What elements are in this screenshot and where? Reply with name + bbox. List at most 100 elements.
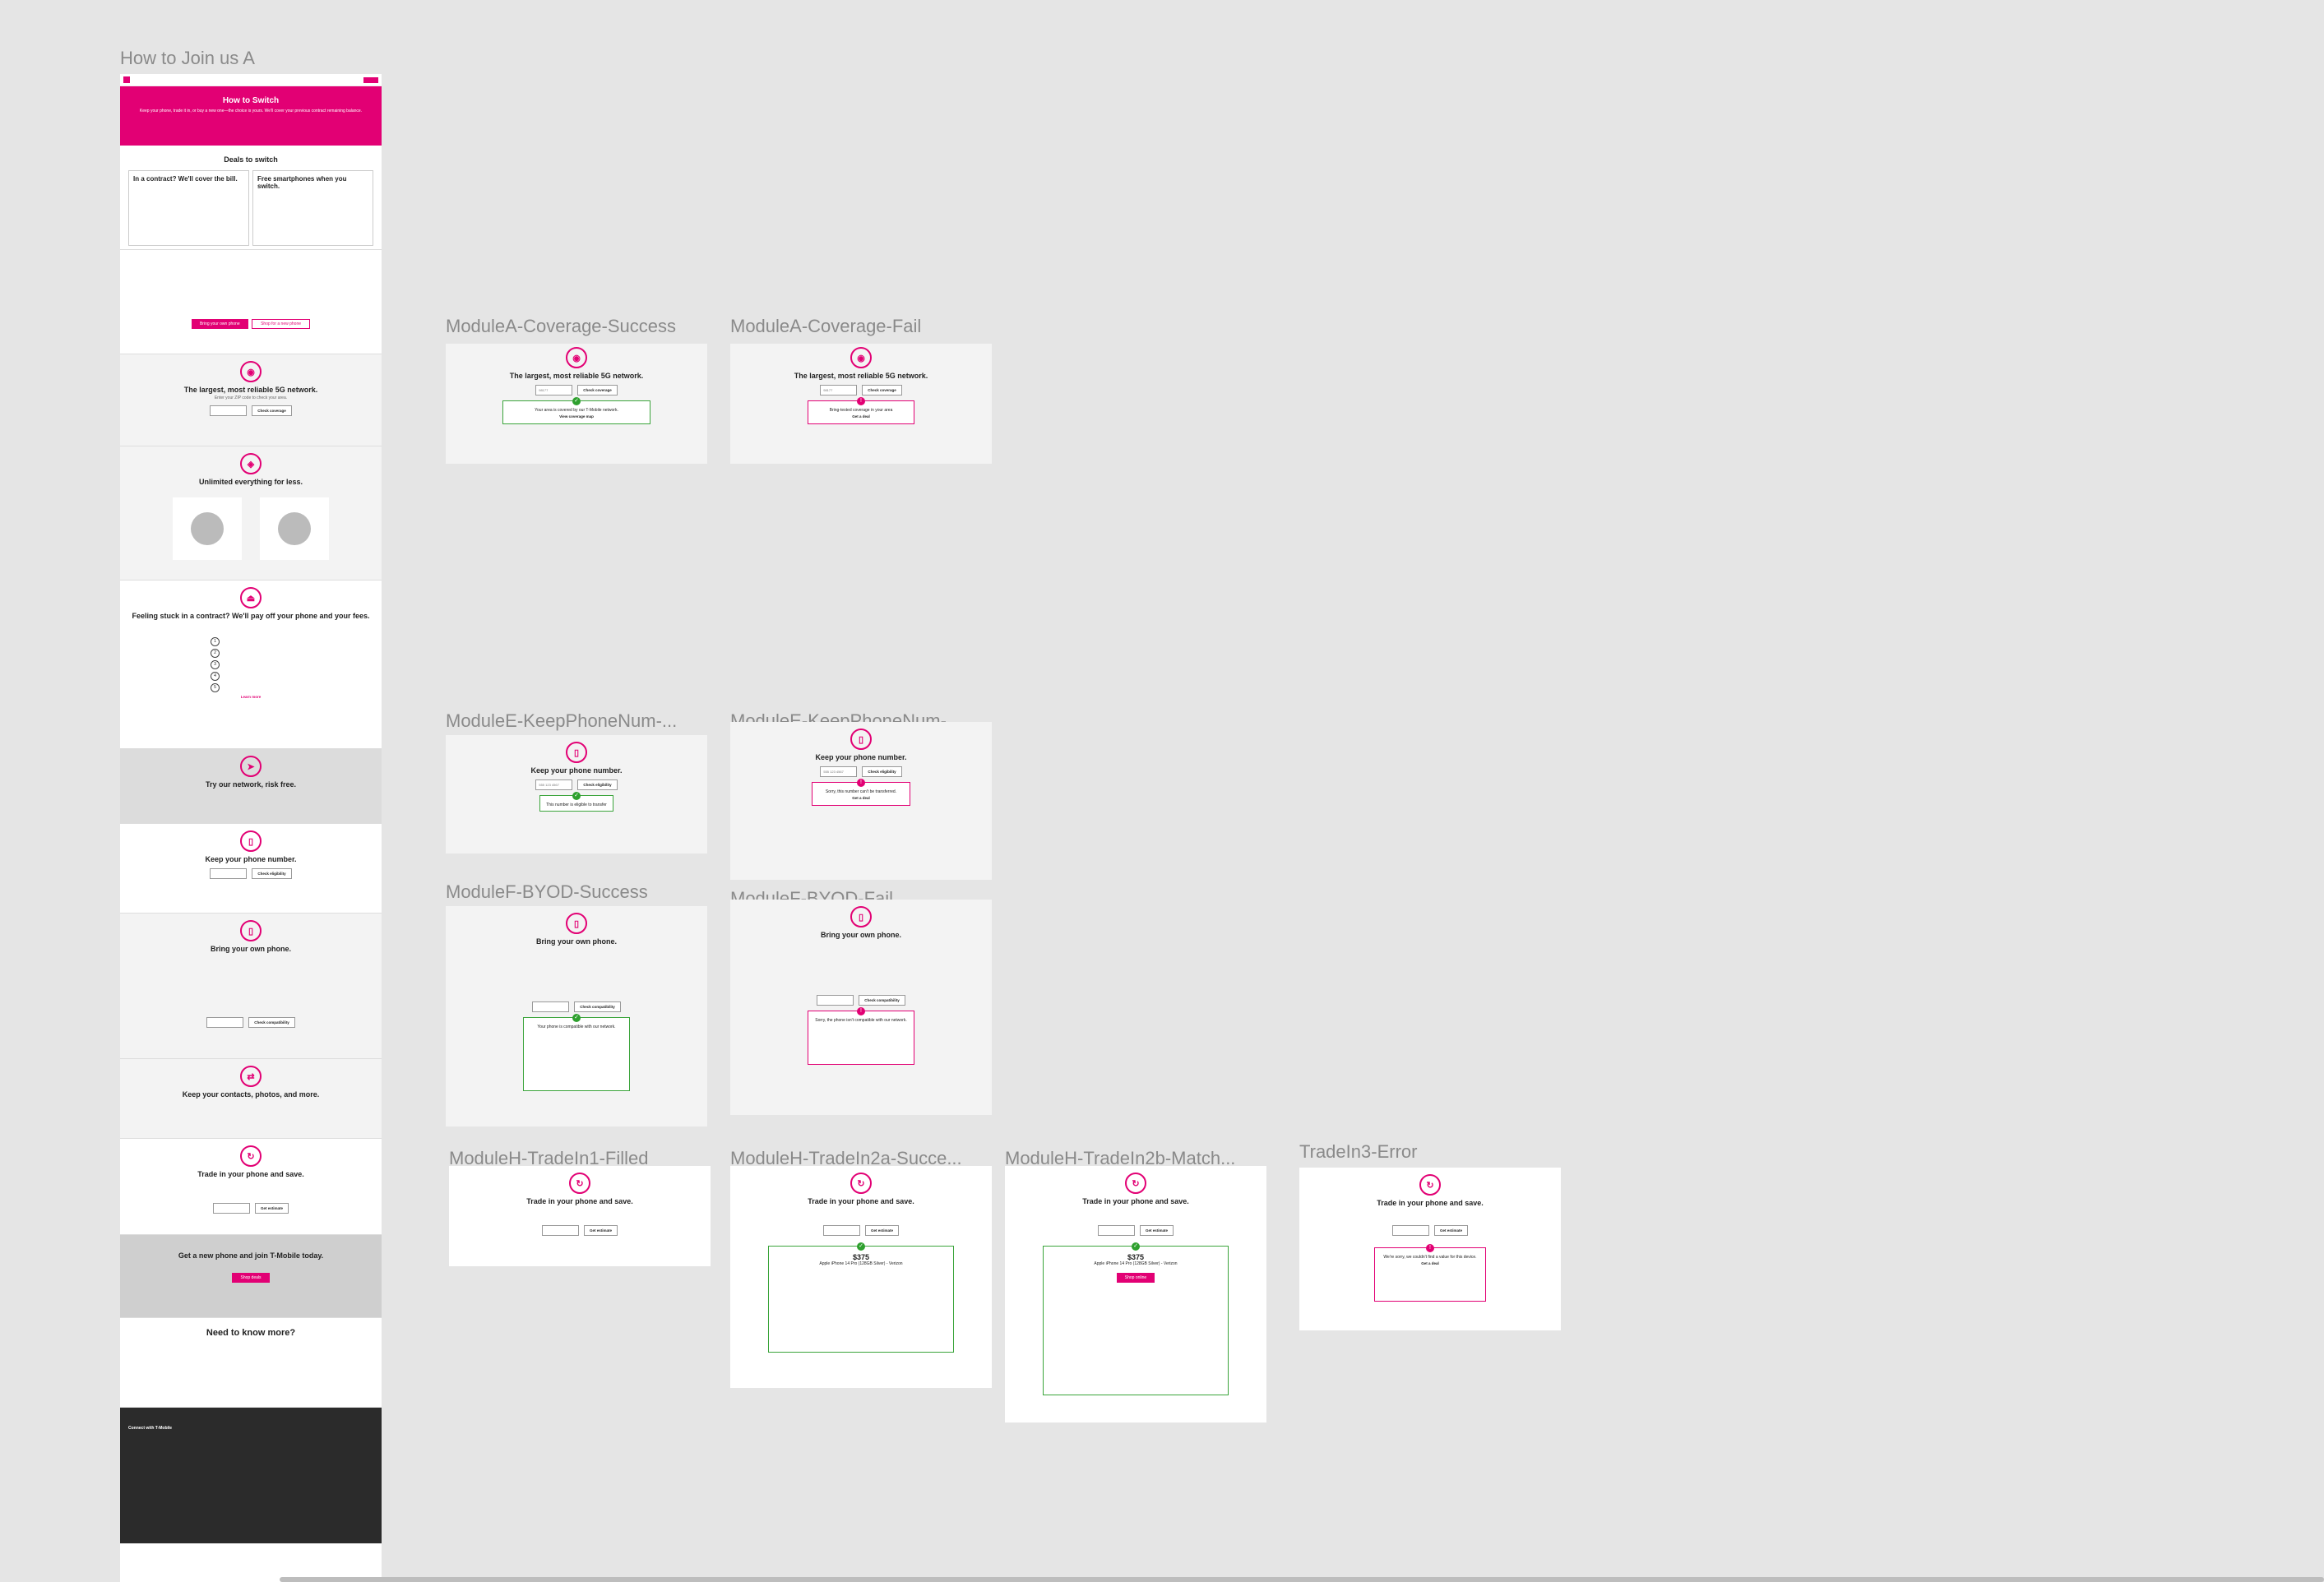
check-eligibility-button[interactable]: Check eligibility bbox=[862, 766, 902, 777]
plan-card-1[interactable] bbox=[173, 497, 242, 560]
device-icon: ▯ bbox=[240, 920, 262, 941]
get-deal-link[interactable]: Get a deal bbox=[1421, 1261, 1439, 1265]
zip-input[interactable]: 98177 bbox=[820, 385, 858, 396]
refresh-icon: ↻ bbox=[1419, 1174, 1441, 1196]
network-section: ◉ The largest, most reliable 5G network.… bbox=[120, 354, 382, 446]
imei-input[interactable] bbox=[532, 1001, 570, 1012]
module-f-success-frame: ▯ Bring your own phone. Check compatibil… bbox=[446, 906, 707, 1126]
frame-title-t3: TradeIn3-Error bbox=[1299, 1141, 1418, 1162]
deal-card-free-phone[interactable]: Free smartphones when you switch. bbox=[252, 170, 373, 246]
get-estimate-button[interactable]: Get estimate bbox=[254, 1203, 289, 1214]
phone-number-input[interactable]: 555 123 4567 bbox=[535, 779, 573, 790]
trade-title: Trade in your phone and save. bbox=[1377, 1199, 1484, 1207]
check-coverage-button[interactable]: Check coverage bbox=[862, 385, 902, 396]
module-e-success-frame: ▯ Keep your phone number. 555 123 4567 Ch… bbox=[446, 735, 707, 853]
globe-icon: ◉ bbox=[566, 347, 587, 368]
tmobile-logo bbox=[123, 76, 130, 83]
keep-number-section: ▯ Keep your phone number. Check eligibil… bbox=[120, 824, 382, 914]
check-compat-button[interactable]: Check compatibility bbox=[574, 1001, 621, 1012]
coverage-title: The largest, most reliable 5G network. bbox=[509, 372, 644, 380]
contacts-title: Keep your contacts, photos, and more. bbox=[182, 1090, 320, 1099]
new-phone-section: Get a new phone and join T-Mobile today.… bbox=[120, 1235, 382, 1318]
get-estimate-button[interactable]: Get estimate bbox=[1139, 1225, 1174, 1236]
get-estimate-button[interactable]: Get estimate bbox=[864, 1225, 899, 1236]
trade-device-input[interactable] bbox=[1391, 1225, 1429, 1236]
trade-title: Trade in your phone and save. bbox=[526, 1197, 633, 1205]
refresh-icon: ↻ bbox=[850, 1173, 872, 1194]
contacts-section: ⇄ Keep your contacts, photos, and more. bbox=[120, 1059, 382, 1139]
shop-new-phone-button[interactable]: Shop for a new phone bbox=[252, 319, 311, 329]
contract-title: Feeling stuck in a contract? We'll pay o… bbox=[132, 612, 370, 620]
check-compat-button[interactable]: Check compatibility bbox=[248, 1017, 295, 1028]
unlimited-section: ◈ Unlimited everything for less. bbox=[120, 446, 382, 581]
network-subtitle: Enter your ZIP code to check your area. bbox=[214, 396, 288, 400]
check-coverage-button[interactable]: Check coverage bbox=[577, 385, 618, 396]
byo-title: Bring your own phone. bbox=[536, 937, 617, 946]
trade-device-name: Apple iPhone 14 Pro (128GB Silver) - Ver… bbox=[1094, 1261, 1178, 1266]
trade-title: Trade in your phone and save. bbox=[808, 1197, 914, 1205]
trade-device-input[interactable] bbox=[541, 1225, 579, 1236]
trade-device-input[interactable] bbox=[1097, 1225, 1135, 1236]
phone-number-input[interactable]: 555 123 4567 bbox=[820, 766, 858, 777]
trade-device-input[interactable] bbox=[822, 1225, 860, 1236]
tradein3-error-frame: ↻ Trade in your phone and save. Get esti… bbox=[1299, 1168, 1561, 1330]
hero-title: How to Switch bbox=[222, 96, 280, 105]
deal-card-free-phone-title: Free smartphones when you switch. bbox=[257, 175, 347, 190]
get-deal-link[interactable]: Get a deal bbox=[852, 796, 870, 800]
zip-input[interactable] bbox=[210, 405, 248, 416]
module-h1-frame: ↻ Trade in your phone and save. Get esti… bbox=[449, 1166, 711, 1266]
new-phone-title: Get a new phone and join T-Mobile today. bbox=[178, 1251, 324, 1260]
contract-learn-more[interactable]: Learn more bbox=[240, 695, 262, 699]
imei-input[interactable] bbox=[206, 1017, 244, 1028]
check-eligibility-button[interactable]: Check eligibility bbox=[252, 868, 292, 879]
module-h2b-frame: ↻ Trade in your phone and save. Get esti… bbox=[1005, 1166, 1266, 1422]
trade-title: Trade in your phone and save. bbox=[197, 1170, 304, 1178]
byod-success-text: Your phone is compatible with our networ… bbox=[537, 1025, 616, 1029]
imei-input[interactable] bbox=[817, 995, 854, 1006]
check-compat-button[interactable]: Check compatibility bbox=[859, 995, 905, 1006]
number-fail-text: Sorry, this number can't be transferred. bbox=[825, 789, 897, 794]
shop-online-button[interactable]: Shop online bbox=[1116, 1273, 1155, 1283]
keep-number-title: Keep your phone number. bbox=[815, 753, 907, 761]
byo-section: ▯ Bring your own phone. Check compatibil… bbox=[120, 914, 382, 1059]
refresh-icon: ↻ bbox=[569, 1173, 590, 1194]
nav-cta[interactable] bbox=[363, 76, 378, 83]
bring-own-phone-button[interactable]: Bring your own phone bbox=[191, 319, 248, 329]
check-coverage-button[interactable]: Check coverage bbox=[252, 405, 292, 416]
zip-input[interactable]: 98177 bbox=[535, 385, 573, 396]
trade-device-input[interactable] bbox=[212, 1203, 250, 1214]
check-eligibility-button[interactable]: Check eligibility bbox=[577, 779, 618, 790]
trade-error-box: ! We're sorry, we couldn't find a value … bbox=[1374, 1244, 1486, 1302]
phone-number-input[interactable] bbox=[210, 868, 248, 879]
byo-title: Bring your own phone. bbox=[211, 945, 291, 953]
unlimited-title: Unlimited everything for less. bbox=[198, 478, 303, 486]
coverage-success-text: Your area is covered by our T-Mobile net… bbox=[535, 408, 618, 413]
get-estimate-button[interactable]: Get estimate bbox=[583, 1225, 618, 1236]
frame-title-f-success: ModuleF-BYOD-Success bbox=[446, 881, 648, 902]
coverage-fail-box: ! Bring-tested coverage in your area Get… bbox=[808, 397, 914, 424]
check-icon: ✓ bbox=[572, 397, 581, 405]
module-a-fail-frame: ◉ The largest, most reliable 5G network.… bbox=[730, 344, 992, 464]
alert-icon: ! bbox=[1426, 1244, 1434, 1252]
globe-icon: ◉ bbox=[240, 361, 262, 382]
view-coverage-link[interactable]: View coverage map bbox=[559, 414, 594, 419]
plan-card-2[interactable] bbox=[260, 497, 329, 560]
get-deal-link[interactable]: Get a deal bbox=[852, 414, 870, 419]
keep-number-title: Keep your phone number. bbox=[530, 766, 623, 775]
faq-section: Need to know more? bbox=[120, 1318, 382, 1408]
trade-error-text: We're sorry, we couldn't find a value fo… bbox=[1383, 1255, 1477, 1260]
send-icon: ➤ bbox=[240, 756, 262, 777]
coverage-title: The largest, most reliable 5G network. bbox=[794, 372, 928, 380]
footer: Connect with T-Mobile bbox=[120, 1408, 382, 1543]
get-estimate-button[interactable]: Get estimate bbox=[1433, 1225, 1468, 1236]
phone-icon: ▯ bbox=[566, 742, 587, 763]
deals-section: Deals to switch In a contract? We'll cov… bbox=[120, 146, 382, 250]
deal-card-contract[interactable]: In a contract? We'll cover the bill. bbox=[128, 170, 249, 246]
byod-success-box: ✓ Your phone is compatible with our netw… bbox=[523, 1014, 630, 1091]
byod-fail-text: Sorry, the phone isn't compatible with o… bbox=[815, 1018, 907, 1023]
byo-title: Bring your own phone. bbox=[821, 931, 901, 939]
device-icon: ▯ bbox=[850, 906, 872, 927]
shop-deals-button[interactable]: Shop deals bbox=[232, 1273, 270, 1283]
horizontal-scrollbar[interactable] bbox=[280, 1577, 2324, 1582]
